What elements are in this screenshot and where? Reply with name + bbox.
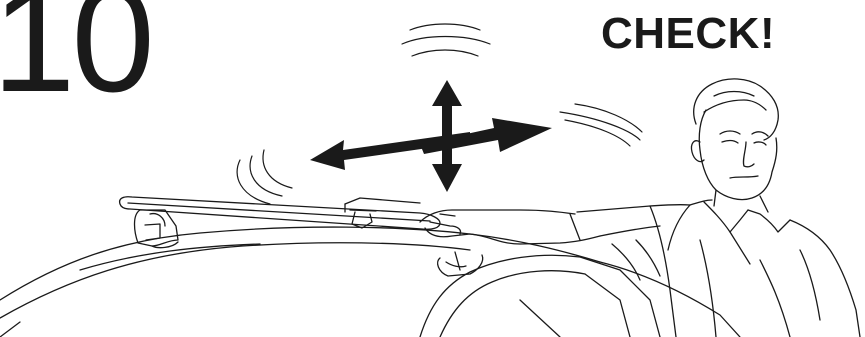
car-roof xyxy=(0,227,740,337)
shake-arrows-icon xyxy=(310,80,552,192)
hand-and-arm xyxy=(420,205,690,244)
right-roof-foot xyxy=(438,252,483,276)
